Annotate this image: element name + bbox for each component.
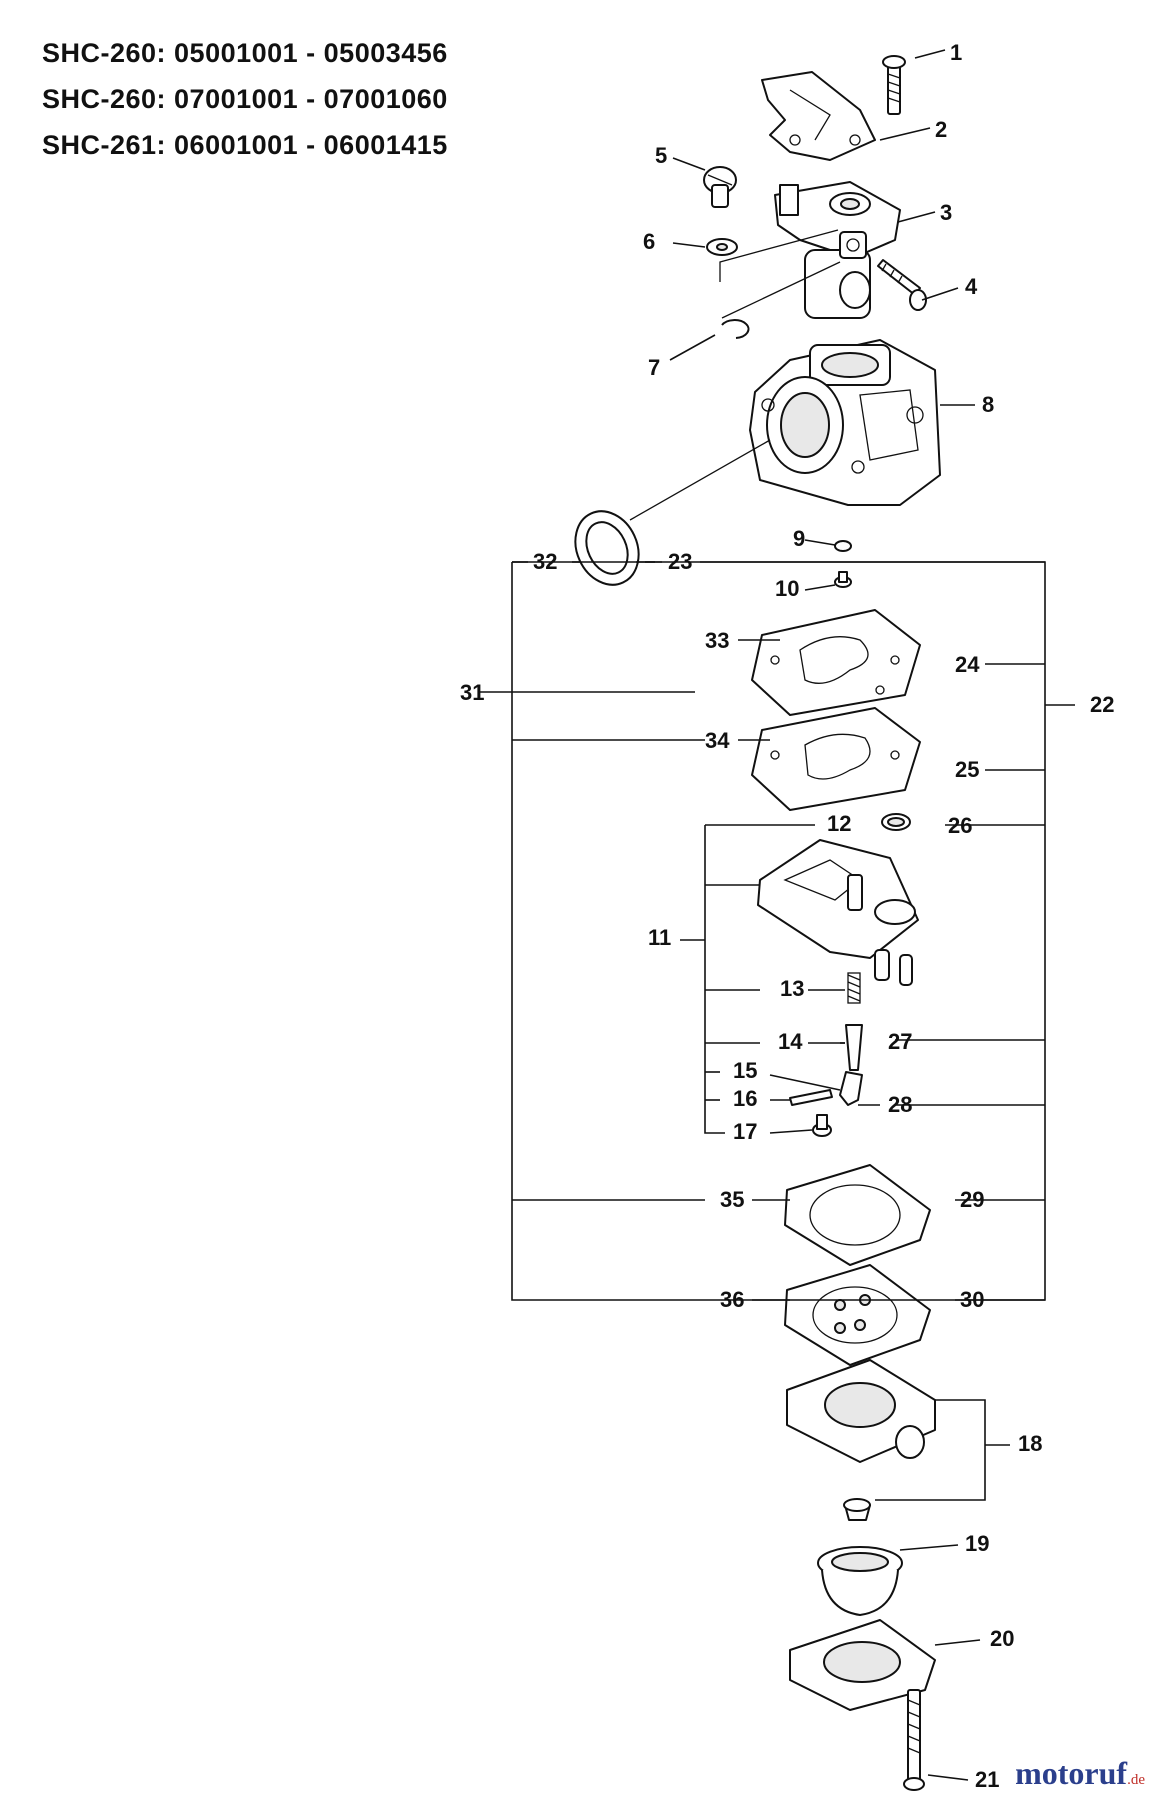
label-connectors [512,561,1045,1301]
part-diaphragm-30 [784,1264,931,1366]
label-27: 27 [888,1029,912,1054]
label-12: 12 [827,811,851,836]
motoruf-logo: motoruf.de [1015,1755,1145,1792]
part-screw-17 [812,1114,832,1137]
label-25: 25 [955,757,979,782]
label-19: 19 [965,1531,989,1556]
part-filter-26 [881,813,911,831]
part-number-labels: 1 2 3 4 5 6 7 8 9 10 11 12 13 14 15 16 1… [460,40,1114,1792]
label-28: 28 [888,1092,912,1117]
label-11: 11 [648,925,671,950]
part-carburetor-body-8 [749,339,941,506]
part-screw-4 [877,259,927,311]
part-bracket-2 [761,71,876,161]
label-6: 6 [643,229,655,254]
label-22: 22 [1090,692,1114,717]
label-17: 17 [733,1119,757,1144]
serial-range-1: SHC-260: 05001001 - 05003456 [42,38,448,68]
part-screw-5 [703,166,737,208]
logo-name: motoruf [1015,1755,1128,1791]
label-32: 32 [533,549,557,574]
label-36: 36 [720,1287,744,1312]
part-screw-1 [882,55,906,115]
part-bulb-retainer-20 [789,1619,936,1711]
label-4: 4 [965,274,978,299]
serial-range-2: SHC-260: 07001001 - 07001060 [42,84,448,114]
label-15: 15 [733,1058,757,1083]
serial-range-3: SHC-261: 06001001 - 06001415 [42,130,448,160]
part-needle-14 [845,1024,863,1071]
part-gasket-29 [784,1164,931,1266]
part-seal-32 [574,510,640,586]
part-gasket-24 [751,609,921,716]
label-24: 24 [955,652,980,677]
label-3: 3 [940,200,952,225]
part-throttle-body-3 [774,181,901,319]
part-clip-7 [721,319,750,339]
label-30: 30 [960,1287,984,1312]
label-34: 34 [705,728,730,753]
part-screw-10 [834,571,852,588]
label-31: 31 [460,680,484,705]
part-primer-bulb-19 [817,1546,903,1616]
label-1: 1 [950,40,962,65]
part-o-ring-9 [834,540,852,552]
label-23: 23 [668,549,692,574]
part-metering-body-11 [757,839,919,986]
label-29: 29 [960,1187,984,1212]
label-10: 10 [775,576,799,601]
label-14: 14 [778,1029,803,1054]
label-18: 18 [1018,1431,1042,1456]
label-16: 16 [733,1086,757,1111]
label-13: 13 [780,976,804,1001]
label-8: 8 [982,392,994,417]
part-washer-6 [706,238,738,256]
label-33: 33 [705,628,729,653]
part-diaphragm-25 [751,707,921,811]
label-21: 21 [975,1767,999,1792]
label-9: 9 [793,526,805,551]
label-35: 35 [720,1187,744,1212]
label-26: 26 [948,813,972,838]
part-screw-21 [903,1689,925,1791]
label-20: 20 [990,1626,1014,1651]
logo-suffix: .de [1127,1772,1145,1788]
label-7: 7 [648,355,660,380]
label-5: 5 [655,143,667,168]
part-spring-13 [847,972,861,1004]
part-lever-15 [839,1071,863,1106]
part-pin-16 [789,1089,833,1106]
label-2: 2 [935,117,947,142]
part-pump-cover-18 [786,1359,936,1521]
